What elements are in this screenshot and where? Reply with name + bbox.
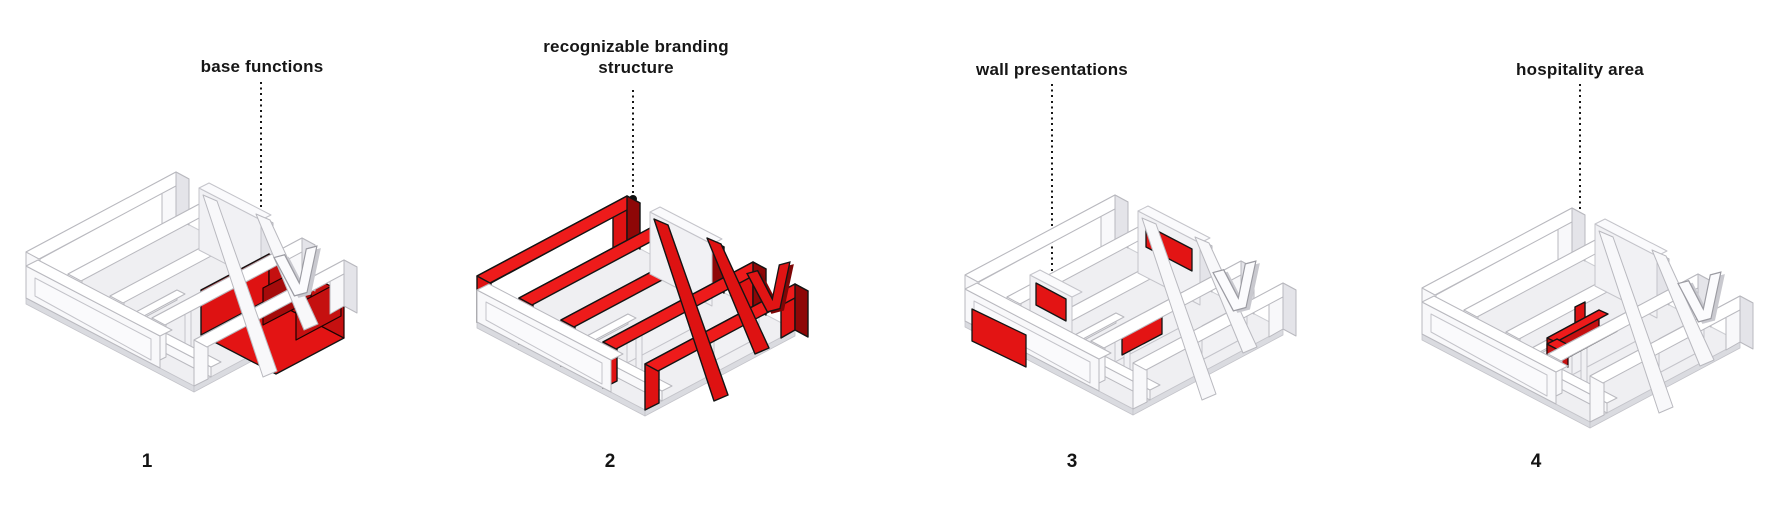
red-diagonal-beams <box>653 218 770 402</box>
label-step-3: wall presentations <box>976 60 1128 79</box>
booth-illustration-step-3: V V <box>964 194 1297 416</box>
front-wall <box>964 282 1112 392</box>
diagonal-beams <box>202 194 319 378</box>
leader-line-2 <box>632 90 634 194</box>
booth-illustration-step-1: V V <box>25 171 358 393</box>
booth-illustration-step-4: V V <box>1421 207 1754 429</box>
brand-v-letter: V V <box>1211 249 1267 331</box>
step-number-4: 4 <box>1530 451 1542 472</box>
svg-text:V: V <box>1215 252 1267 331</box>
front-wall <box>476 283 624 393</box>
step-number-3: 3 <box>1066 451 1078 472</box>
leader-line-1 <box>260 82 262 262</box>
brand-v-letter-red: V V <box>745 250 801 332</box>
svg-text:V: V <box>1211 250 1263 329</box>
svg-text:V: V <box>745 251 797 330</box>
front-wall <box>25 259 173 369</box>
svg-text:V: V <box>1680 263 1732 342</box>
brand-v-letter: V V <box>272 234 328 316</box>
diagonal-beams <box>1141 217 1258 401</box>
leader-line-3 <box>1051 84 1053 278</box>
svg-text:V: V <box>272 235 324 314</box>
svg-text:V: V <box>1676 261 1728 340</box>
svg-text:V: V <box>749 253 801 332</box>
label-step-1: base functions <box>200 57 324 76</box>
label-step-4: hospitality area <box>1516 60 1644 79</box>
svg-text:V: V <box>276 237 328 316</box>
label-step-2: recognizable branding structure <box>543 37 729 77</box>
step-number-2: 2 <box>604 451 616 472</box>
diagonal-beams <box>1598 230 1715 414</box>
front-wall <box>1421 295 1569 405</box>
booth-illustration-step-2: V V <box>476 195 809 417</box>
step-number-1: 1 <box>141 451 153 472</box>
brand-v-letter: V V <box>1676 260 1732 342</box>
leader-line-4 <box>1579 84 1581 308</box>
